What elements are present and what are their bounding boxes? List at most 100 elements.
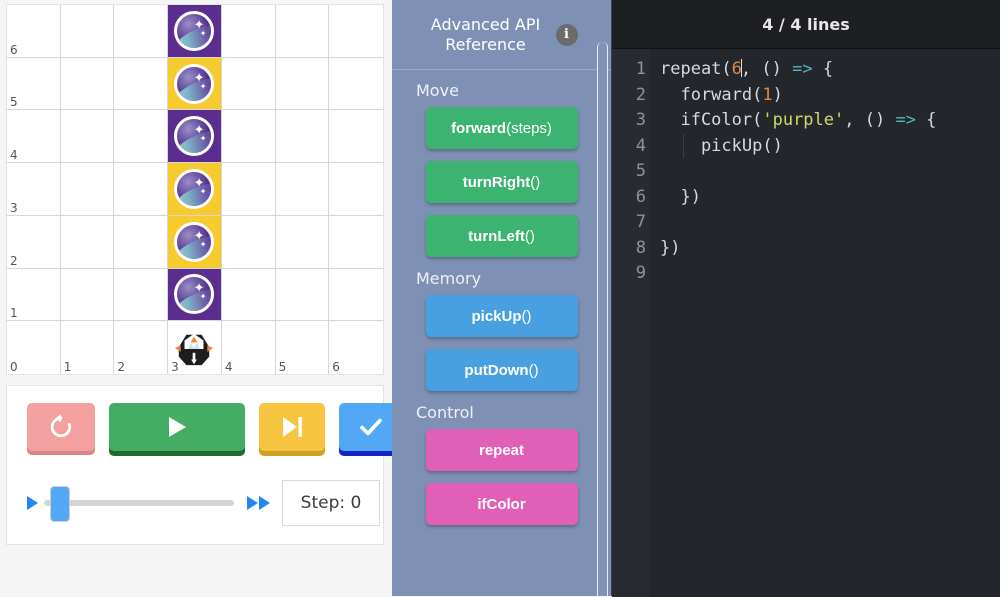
grid-cell[interactable]: 4 [222, 321, 276, 374]
grid-cell[interactable]: 5 [7, 57, 61, 111]
slider-thumb[interactable] [50, 486, 70, 522]
grid-cell[interactable]: ✦✦ [168, 5, 222, 58]
code-line[interactable] [660, 159, 1000, 185]
playback-buttons [27, 403, 417, 451]
play-icon [169, 417, 186, 437]
grid-row-label: 6 [10, 42, 18, 57]
grid-cell[interactable] [60, 215, 115, 269]
grid-cell[interactable] [275, 163, 330, 216]
grid-cell[interactable] [221, 110, 276, 164]
grid-cell[interactable] [114, 5, 169, 58]
grid-cell[interactable]: 3 [168, 321, 222, 374]
grid-cell[interactable] [275, 57, 330, 111]
grid-cell[interactable] [60, 5, 115, 58]
grid-cell[interactable] [114, 57, 169, 111]
grid-cell[interactable]: ✦✦ [168, 215, 222, 269]
code-line[interactable]: ifColor('purple', () => { [660, 110, 937, 130]
grid-cell[interactable] [329, 163, 383, 216]
grid-cell[interactable]: ✦✦ [168, 110, 222, 164]
grid-cell[interactable] [221, 5, 276, 58]
speed-control-row: Step: 0 [27, 480, 380, 526]
grid-col-label: 4 [224, 360, 233, 374]
api-button-repeat[interactable]: repeat [425, 429, 578, 471]
grid-cell[interactable] [329, 110, 383, 164]
api-section-title: Memory [416, 269, 482, 288]
reset-button[interactable] [27, 403, 95, 451]
grid-cell[interactable]: 1 [61, 321, 115, 374]
grid-cell[interactable] [329, 5, 383, 58]
slow-speed-icon[interactable] [27, 496, 38, 510]
code-line[interactable]: repeat(6, () => { [660, 59, 834, 79]
grid-cell[interactable] [114, 163, 169, 216]
robot-sprite [175, 330, 214, 368]
api-panel-scrollbar[interactable] [597, 42, 608, 596]
api-button-pickup[interactable]: pickUp() [425, 295, 578, 337]
line-number: 1▾ [612, 57, 659, 83]
grid-col-label: 3 [171, 360, 179, 374]
api-panel-header: Advanced API Reference i [392, 0, 611, 70]
step-forward-button[interactable] [259, 403, 325, 451]
grid-cell[interactable] [329, 216, 383, 269]
check-icon [360, 418, 382, 436]
grid-cell[interactable] [275, 268, 330, 322]
grid-cell[interactable]: ✦✦ [168, 57, 222, 111]
code-line[interactable]: forward(1) [660, 84, 783, 105]
api-button-putdown[interactable]: putDown() [425, 349, 578, 391]
grid-cell[interactable] [329, 58, 383, 111]
code-line[interactable] [660, 261, 1000, 287]
grid-cell[interactable] [114, 215, 169, 269]
step-counter: Step: 0 [282, 480, 380, 526]
code-line[interactable]: }) [660, 237, 681, 258]
api-button-forward[interactable]: forward(steps) [425, 107, 578, 149]
code-line[interactable] [660, 210, 1000, 236]
line-number: 5 [635, 161, 646, 181]
code-text[interactable]: repeat(6, () => { forward(1) ifColor('pu… [650, 49, 1000, 597]
play-button[interactable] [109, 403, 245, 451]
grid-cell[interactable]: 2 [114, 321, 169, 374]
grid-cell[interactable]: 6 [329, 321, 383, 374]
grid-row-label: 0 [10, 360, 18, 374]
grid-cell[interactable] [275, 110, 330, 164]
grid-cell[interactable] [221, 215, 276, 269]
grid-cell[interactable] [114, 110, 169, 164]
code-line[interactable]: }) [660, 186, 701, 207]
grid-cell[interactable] [221, 163, 276, 216]
editor-line-count: 4 / 4 lines [612, 0, 1000, 49]
grid-row-label: 3 [10, 200, 18, 215]
code-line[interactable]: pickUp() [660, 135, 783, 156]
grid-cell[interactable] [60, 268, 115, 322]
grid-cell[interactable]: ✦✦ [168, 163, 222, 216]
grid-cell[interactable] [60, 110, 115, 164]
grid-cell[interactable]: 1 [7, 268, 61, 322]
grid-cell[interactable] [60, 163, 115, 216]
grid-cell[interactable]: 2 [7, 215, 61, 269]
grid-cell[interactable] [275, 215, 330, 269]
grid-cell[interactable]: 6 [7, 5, 61, 58]
grid-cell[interactable] [60, 57, 115, 111]
grid-cell[interactable] [221, 268, 276, 322]
gem-orb-icon: ✦✦ [174, 274, 215, 315]
api-button-turnleft[interactable]: turnLeft() [425, 215, 578, 257]
grid-cell[interactable] [114, 268, 169, 322]
speed-slider[interactable] [44, 486, 234, 522]
fast-speed-icon[interactable] [246, 496, 270, 510]
grid-cell[interactable] [275, 5, 330, 58]
api-section-title: Move [416, 81, 459, 100]
gem-orb-icon: ✦✦ [174, 63, 215, 104]
info-icon[interactable]: i [555, 23, 578, 46]
grid-cell[interactable]: 3 [7, 163, 61, 216]
grid-col-label: 6 [332, 360, 340, 374]
grid-col-label: 2 [117, 360, 126, 374]
grid-cell[interactable]: 5 [276, 321, 330, 374]
grid-cell[interactable]: ✦✦ [168, 268, 222, 322]
api-button-ifcolor[interactable]: ifColor [425, 483, 578, 525]
api-button-turnright[interactable]: turnRight() [425, 161, 578, 203]
grid-cell[interactable] [329, 269, 383, 322]
grid-cell[interactable]: 0 [7, 321, 61, 374]
grid-cell[interactable]: 4 [7, 110, 61, 164]
grid-cell[interactable] [221, 57, 276, 111]
line-number: 9 [635, 263, 646, 283]
